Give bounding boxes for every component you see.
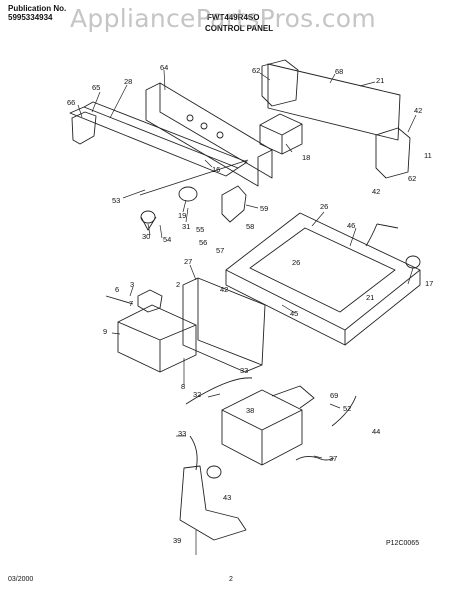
publication-label: Publication No. (8, 4, 67, 13)
callout-54: 54 (163, 235, 171, 244)
water-valve (221, 389, 303, 466)
endcap-left (71, 111, 97, 145)
callout-6: 6 (115, 285, 119, 294)
callout-7: 7 (129, 299, 133, 308)
backsplash-endcap-left (261, 59, 299, 107)
callout-28: 28 (124, 77, 132, 86)
callout-44: 44 (372, 427, 380, 436)
callout-9: 9 (103, 327, 107, 336)
fill-hose (179, 465, 247, 541)
callout-26: 26 (320, 202, 328, 211)
callout-26-b: 26 (292, 258, 300, 267)
callout-64: 64 (160, 63, 168, 72)
callout-3: 3 (130, 280, 134, 289)
callout-56: 56 (199, 238, 207, 247)
backsplash (267, 63, 401, 141)
figure-code: P12C0065 (386, 540, 420, 547)
callout-32: 32 (193, 390, 201, 399)
callout-58: 58 (246, 222, 254, 231)
callout-37: 37 (329, 454, 337, 463)
callout-66: 66 (67, 98, 75, 107)
callout-11: 11 (424, 151, 432, 160)
control-panel-cover-edge (83, 101, 248, 169)
callout-19: 19 (178, 211, 186, 220)
callout-68: 68 (335, 67, 343, 76)
hose-32 (185, 377, 253, 405)
callout-42: 42 (414, 106, 422, 115)
callout-38: 38 (246, 406, 254, 415)
callout-65: 65 (92, 83, 100, 92)
callout-42-b: 42 (372, 187, 380, 196)
callout-62: 62 (252, 66, 260, 75)
callout-17: 17 (425, 279, 433, 288)
bracket-59 (221, 185, 247, 223)
control-console (145, 82, 273, 187)
callout-62-b: 62 (408, 174, 416, 183)
backsplash-endcap-right (375, 127, 411, 179)
callout-69: 69 (330, 391, 338, 400)
callout-27: 27 (184, 257, 192, 266)
hose-44 (331, 395, 357, 427)
callout-57: 57 (216, 246, 224, 255)
callout-33-b: 33 (240, 366, 248, 375)
callout-30: 30 (142, 232, 150, 241)
hose-33 (189, 435, 198, 471)
callout-46: 46 (347, 221, 355, 230)
callout-45: 45 (290, 309, 298, 318)
callout-43: 43 (223, 493, 231, 502)
watermark: AppliancePartsPros.com (70, 4, 377, 33)
dispenser-drawer (117, 304, 197, 373)
section-title: CONTROL PANEL (205, 24, 274, 33)
callout-33: 33 (178, 429, 186, 438)
callout-42-c: 42 (220, 285, 228, 294)
publication-number: 5995334934 (8, 13, 53, 22)
callout-52: 52 (343, 404, 351, 413)
callout-55: 55 (196, 225, 204, 234)
callout-16: 16 (212, 165, 220, 174)
callout-8: 8 (181, 382, 185, 391)
control-console-back (159, 83, 273, 179)
footer-page: 2 (229, 576, 233, 583)
callout-21: 21 (376, 76, 384, 85)
model-number: FWT449R4SO (207, 13, 260, 22)
callout-39: 39 (173, 536, 181, 545)
callout-2: 2 (176, 280, 180, 289)
callout-53: 53 (112, 196, 120, 205)
top-cabinet (225, 212, 421, 331)
callout-59: 59 (260, 204, 268, 213)
callout-21-b: 21 (366, 293, 374, 302)
callout-31: 31 (182, 222, 190, 231)
callout-18: 18 (302, 153, 310, 162)
control-module (259, 113, 303, 155)
footer-date: 03/2000 (8, 576, 34, 583)
